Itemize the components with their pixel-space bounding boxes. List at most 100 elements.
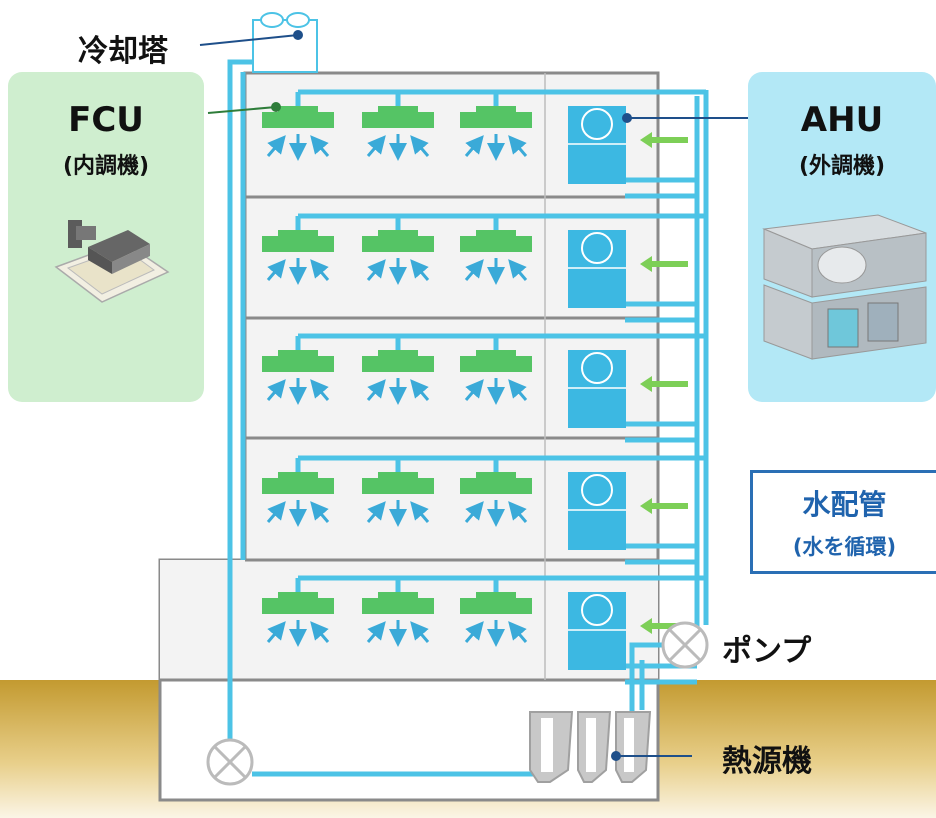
cooling-tower-pointer <box>293 30 303 40</box>
ahu-pointer <box>622 113 632 123</box>
water-pipes <box>227 59 709 777</box>
fcu-photo-icon <box>54 220 170 303</box>
return-air-arrow <box>464 501 484 523</box>
ahu-card: AHU (外調機) <box>748 72 936 402</box>
fcu-unit-top <box>476 472 516 480</box>
outside-air-arrow <box>640 498 688 514</box>
fcu-unit-top <box>476 592 516 600</box>
ahu-fan-icon <box>581 474 613 506</box>
return-air-arrow <box>464 259 484 281</box>
cooling-tower-label: 冷却塔 <box>78 34 168 69</box>
return-air-arrow <box>410 501 430 523</box>
return-air-arrow <box>410 621 430 643</box>
return-air-arrow <box>266 621 286 643</box>
fcu-unit-top <box>278 350 318 358</box>
return-air-arrow <box>310 501 330 523</box>
fcu-unit-top <box>476 350 516 358</box>
return-air-arrow <box>464 621 484 643</box>
return-air-arrow <box>310 621 330 643</box>
return-air-arrow <box>266 259 286 281</box>
return-air-arrow <box>410 259 430 281</box>
pump-label: ポンプ <box>722 634 812 669</box>
fcu-unit-icon <box>362 356 434 372</box>
ahu-fan-icon <box>581 232 613 264</box>
fcu-unit-top <box>278 106 318 114</box>
water-pipe-subtitle: (水を循環) <box>792 535 897 559</box>
fcu-unit-icon <box>460 478 532 494</box>
return-air-arrow <box>410 379 430 401</box>
ahu-fan-icon <box>581 594 613 626</box>
fcu-subtitle: (内調機) <box>62 154 150 179</box>
outside-air-arrow <box>640 618 688 634</box>
return-air-arrow <box>266 379 286 401</box>
return-air-arrow <box>508 259 528 281</box>
return-air-arrow <box>508 135 528 157</box>
floor-1 <box>262 575 706 685</box>
outside-air-arrow <box>640 256 688 272</box>
return-air-arrow <box>310 259 330 281</box>
units-layer <box>262 89 706 685</box>
fcu-unit-icon <box>460 356 532 372</box>
fcu-pointer <box>271 102 281 112</box>
fcu-unit-top <box>476 230 516 238</box>
fcu-unit-top <box>378 230 418 238</box>
pump-to-heat-source <box>629 642 663 718</box>
return-air-arrow <box>508 621 528 643</box>
return-air-arrow <box>366 259 386 281</box>
fcu-unit-top <box>278 230 318 238</box>
outside-air-arrow <box>640 132 688 148</box>
fcu-unit-top <box>378 592 418 600</box>
fcu-unit-icon <box>460 112 532 128</box>
pump-icon <box>661 621 709 669</box>
heat-source-label: 熱源機 <box>722 744 812 779</box>
fcu-unit-icon <box>362 598 434 614</box>
ahu-subtitle: (外調機) <box>798 154 886 179</box>
fcu-unit-icon <box>262 356 334 372</box>
return-air-arrow <box>410 135 430 157</box>
return-air-arrow <box>366 379 386 401</box>
fcu-unit-icon <box>362 478 434 494</box>
ahu-title: AHU <box>800 100 884 140</box>
ahu-fan-icon <box>581 108 613 140</box>
fcu-unit-icon <box>262 598 334 614</box>
water-pipe-box: 水配管 (水を循環) <box>750 470 936 574</box>
return-air-arrow <box>508 501 528 523</box>
fcu-unit-top <box>378 472 418 480</box>
ahu-fan-icon <box>581 352 613 384</box>
fcu-unit-icon <box>262 236 334 252</box>
outside-air-arrow <box>640 376 688 392</box>
fcu-unit-icon <box>460 598 532 614</box>
fcu-unit-top <box>378 106 418 114</box>
return-air-arrow <box>366 135 386 157</box>
fcu-unit-top <box>278 592 318 600</box>
fcu-unit-top <box>278 472 318 480</box>
return-air-arrow <box>366 621 386 643</box>
leader-lines <box>199 34 748 757</box>
cooling-tower-icon <box>252 12 318 73</box>
return-air-arrow <box>508 379 528 401</box>
return-air-arrow <box>310 135 330 157</box>
return-air-arrow <box>266 501 286 523</box>
heat-source-icon <box>529 711 652 783</box>
fcu-unit-icon <box>460 236 532 252</box>
floor-5 <box>262 89 706 199</box>
return-air-arrow <box>366 501 386 523</box>
floor-4 <box>262 213 706 323</box>
return-air-arrow <box>266 135 286 157</box>
ahu-photo-icon <box>762 214 927 360</box>
fcu-card: FCU (内調機) <box>8 72 204 402</box>
fcu-unit-icon <box>262 112 334 128</box>
water-pipe-title: 水配管 <box>802 488 887 521</box>
floor-3 <box>262 333 706 443</box>
floor-2 <box>262 455 706 565</box>
fcu-unit-top <box>378 350 418 358</box>
return-air-arrow <box>464 135 484 157</box>
fcu-unit-icon <box>262 478 334 494</box>
heat-source-pointer <box>611 751 621 761</box>
fcu-unit-icon <box>362 112 434 128</box>
cooling-water-riser <box>227 59 253 764</box>
return-air-arrow <box>464 379 484 401</box>
return-air-arrow <box>310 379 330 401</box>
fcu-title: FCU <box>68 100 144 140</box>
